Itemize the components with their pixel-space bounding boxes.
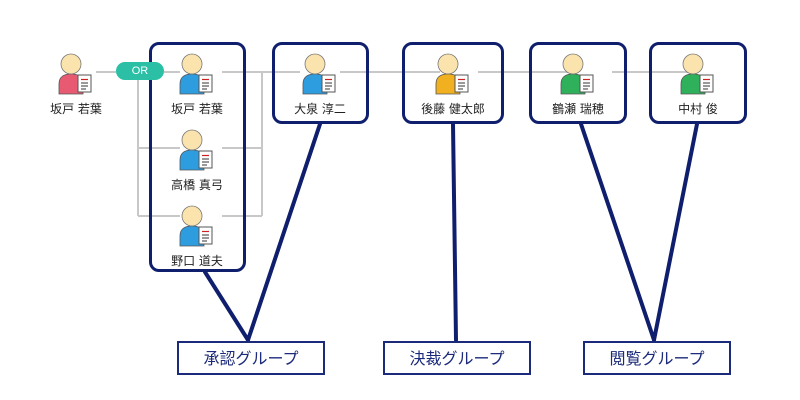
callout-approval-b — [246, 122, 322, 342]
person-name: 大泉 淳二 — [294, 102, 346, 116]
callout-viewing-a — [579, 122, 656, 342]
person-name: 坂戸 若葉 — [171, 102, 223, 116]
decision-node[interactable]: 後藤 健太郎 — [408, 50, 498, 128]
requester-node[interactable]: 坂戸 若葉 — [31, 50, 121, 128]
person-name: 中村 俊 — [678, 102, 718, 116]
callout-decision — [451, 122, 458, 342]
approval-group-label: 承認グループ — [177, 341, 325, 375]
viewing-group-label: 閲覧グループ — [583, 341, 731, 375]
approver-node-1[interactable]: 坂戸 若葉 — [152, 50, 242, 128]
viewer-frame-2 — [649, 42, 747, 124]
approver-node-4[interactable]: 大泉 淳二 — [275, 50, 365, 128]
or-badge: OR — [116, 62, 164, 80]
callout-approval-a — [203, 270, 250, 342]
viewer-frame-1 — [529, 42, 627, 124]
person-name: 鶴瀬 瑞穂 — [552, 102, 604, 116]
person-name: 高橋 真弓 — [171, 178, 223, 192]
person-name: 野口 道夫 — [171, 254, 223, 268]
approval-group-frame — [149, 42, 246, 272]
callout-viewing-b — [652, 122, 699, 342]
viewer-node-2[interactable]: 中村 俊 — [653, 50, 743, 128]
approver-node-3[interactable]: 野口 道夫 — [152, 202, 242, 280]
approver-frame — [272, 42, 369, 124]
viewer-node-1[interactable]: 鶴瀬 瑞穂 — [533, 50, 623, 128]
person-name: 後藤 健太郎 — [421, 102, 485, 116]
decision-group-label: 決裁グループ — [383, 341, 531, 375]
person-name: 坂戸 若葉 — [50, 102, 102, 116]
decision-frame — [402, 42, 504, 124]
approver-node-2[interactable]: 高橋 真弓 — [152, 126, 242, 204]
